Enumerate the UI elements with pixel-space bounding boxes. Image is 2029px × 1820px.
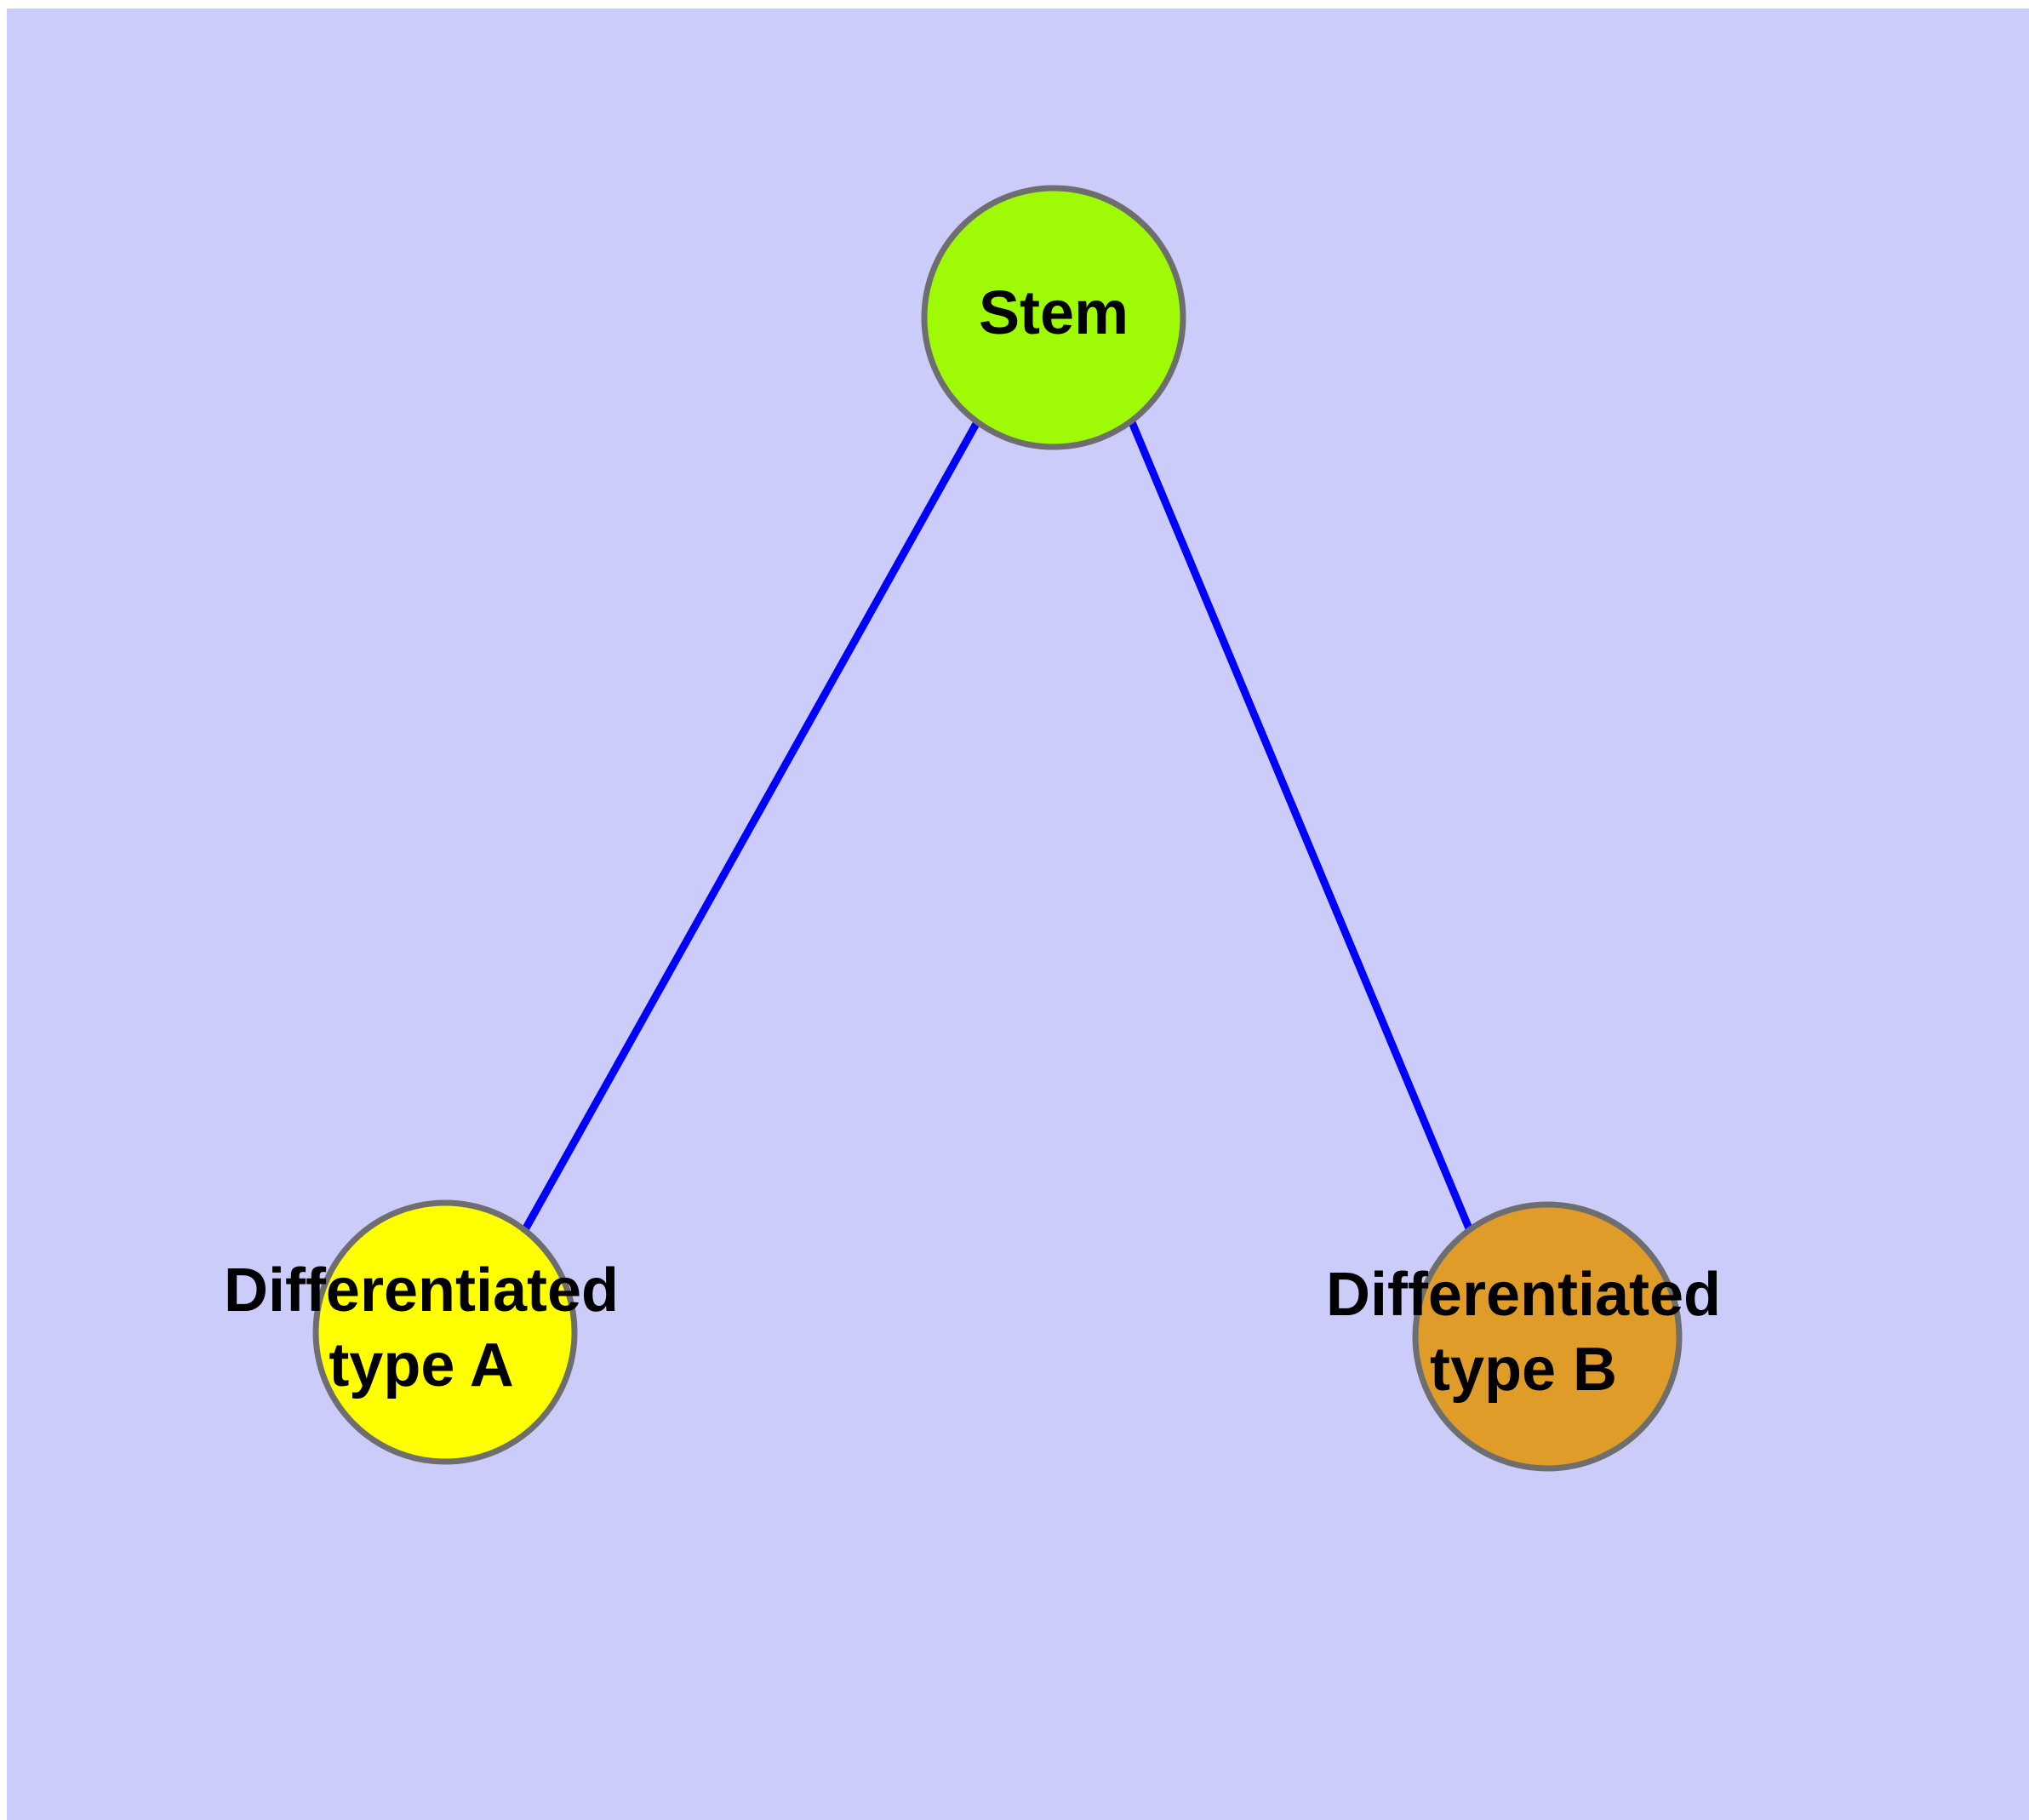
- node-label-line: type A: [329, 1331, 513, 1399]
- nodes-layer: [312, 185, 1683, 1472]
- node-label-line: Differentiated: [224, 1256, 619, 1325]
- node-label-differentiated-type-b: Differentiated type B: [1326, 1261, 1721, 1404]
- node-label-line: type B: [1430, 1336, 1617, 1404]
- edge-stem-to-differentiated-type-b[interactable]: [1128, 421, 1473, 1230]
- node-label-stem: Stem: [979, 279, 1129, 347]
- node-label-line: Differentiated: [1326, 1261, 1721, 1329]
- edges-layer: [520, 420, 1473, 1235]
- node-label-line: Stem: [979, 279, 1129, 347]
- node-stem[interactable]: [921, 185, 1186, 450]
- node-differentiated-type-a[interactable]: [312, 1199, 578, 1465]
- node-differentiated-type-b[interactable]: [1412, 1201, 1683, 1472]
- edge-stem-to-differentiated-type-a[interactable]: [520, 420, 980, 1235]
